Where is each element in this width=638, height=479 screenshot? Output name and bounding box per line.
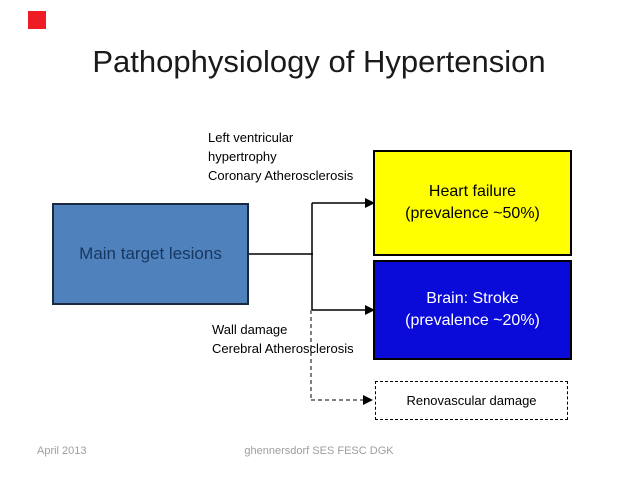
- footer-credit: ghennersdorf SES FESC DGK: [244, 445, 394, 457]
- annotation-line: Coronary Atherosclerosis: [208, 168, 354, 183]
- heart-failure-box: Heart failure (prevalence ~50%): [373, 150, 572, 256]
- renal-box-label: Renovascular damage: [406, 393, 537, 408]
- annotation-heart-causes: Left ventricular hypertrophy Coronary At…: [208, 128, 353, 185]
- heart-box-line2: (prevalence ~50%): [405, 205, 540, 222]
- brain-stroke-box: Brain: Stroke (prevalence ~20%): [373, 260, 572, 360]
- footer-date: April 2013: [37, 445, 87, 457]
- brain-box-line1: Brain: Stroke: [426, 290, 519, 307]
- main-target-lesions-box: Main target lesions: [52, 203, 249, 305]
- brain-box-line2: (prevalence ~20%): [405, 312, 540, 329]
- annotation-line: hypertrophy: [208, 149, 277, 164]
- annotation-brain-causes: Wall damage Cerebral Atherosclerosis: [212, 320, 354, 358]
- red-logo-marker: [28, 11, 46, 29]
- main-box-label: Main target lesions: [79, 244, 222, 263]
- slide-title: Pathophysiology of Hypertension: [92, 44, 546, 79]
- annotation-line: Cerebral Atherosclerosis: [212, 341, 354, 356]
- renovascular-damage-box: Renovascular damage: [375, 381, 568, 420]
- heart-box-line1: Heart failure: [428, 183, 517, 200]
- annotation-line: Left ventricular: [208, 130, 294, 145]
- annotation-line: Wall damage: [212, 322, 288, 337]
